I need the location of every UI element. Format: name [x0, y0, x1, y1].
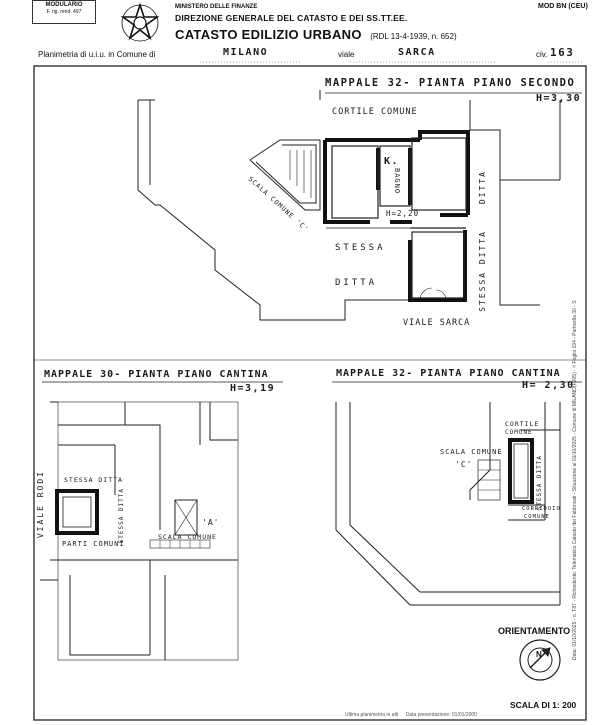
civ-label: civ.: [536, 50, 548, 59]
lower-right-title: MAPPALE 32- PIANTA PIANO CANTINA: [336, 368, 561, 379]
street-value: SARCA: [398, 47, 436, 58]
emblem-icon: [120, 3, 160, 43]
inner-height-label: H=2,20: [386, 209, 420, 218]
plan-prefix: Planimetria di u.i.u. in Comune di: [38, 50, 156, 59]
lower-right-stessa-ditta: STESSA DITTA: [536, 455, 543, 511]
compass-icon: [519, 639, 561, 681]
side-stamp: Data: 01/10/2025 - n. T87 - Richiedente:…: [572, 300, 590, 660]
stessa-label: STESSA: [335, 243, 386, 253]
bagno-label: BAGNO: [393, 168, 401, 195]
lower-right-plan: [332, 381, 582, 606]
modulario-box: MODULARIO F. rig. rend. 497: [32, 0, 96, 24]
ditta-label: DITTA: [335, 278, 378, 288]
cadastre-title-row: CATASTO EDILIZIO URBANO (RDL 13-4-1939, …: [175, 26, 457, 44]
lower-left-scala-comune: SCALA COMUNE: [158, 533, 217, 541]
lower-left-height: H=3,19: [230, 383, 276, 394]
sheet-frame: [33, 65, 587, 721]
lower-right-height: H= 2,30: [522, 380, 575, 391]
stessa-ditta-vertical: STESSA DITTA: [478, 230, 487, 312]
lower-left-stessa-ditta-vertical: STESSA DITTA: [118, 488, 125, 544]
bottom-stamp-line2: Data presentazione: 01/01/2000: [405, 712, 477, 718]
lower-left-title: MAPPALE 30- PIANTA PIANO CANTINA: [44, 369, 269, 380]
lower-right-scala-comune: SCALA COMUNE: [440, 448, 503, 456]
orientation-label: ORIENTAMENTO: [498, 626, 571, 636]
upper-cortile-label: CORTILE COMUNE: [332, 107, 418, 117]
plan-line: Planimetria di u.i.u. in Comune di MILAN…: [38, 46, 583, 64]
kitchen-label: K.: [384, 156, 400, 167]
cadastre-title: CATASTO EDILIZIO URBANO: [175, 27, 362, 42]
ditta-vertical: DITTA: [478, 170, 487, 205]
modulario-code: F. rig. rend. 497: [46, 9, 82, 15]
bottom-stamp-line1: Ultima planimetria in atti: [345, 712, 399, 718]
scale-label: SCALA DI 1: 200: [510, 700, 577, 710]
model-code: MOD BN (CEU): [538, 3, 588, 10]
lower-right-comune: COMUNE: [505, 429, 533, 436]
parti-comuni-label: PARTI COMUNI: [62, 540, 125, 548]
stair-c-label: 'C': [455, 460, 473, 469]
upper-plan-height: H=3,30: [536, 93, 582, 104]
civ-value: 163: [550, 46, 575, 59]
lower-right-cortile: CORTILE: [505, 420, 540, 428]
law-ref: (RDL 13-4-1939, n. 652): [370, 32, 457, 41]
comune-value: MILANO: [223, 47, 269, 58]
bottom-stamp: Ultima planimetria in atti Data presenta…: [345, 712, 575, 724]
side-stamp-text: Data: 01/10/2025 - n. T87 - Richiedente:…: [572, 300, 578, 660]
viale-rodi-label: VIALE RODI: [36, 470, 45, 539]
upper-plan-title: MAPPALE 32- PIANTA PIANO SECONDO: [325, 77, 576, 89]
street-type: viale: [338, 50, 355, 59]
upper-plan: [137, 90, 582, 321]
north-label: N: [536, 650, 542, 659]
lower-left-stessa-ditta: STESSA DITTA: [64, 476, 123, 484]
directorate-label: DIREZIONE GENERALE DEL CATASTO E DEI SS.…: [175, 13, 408, 23]
lower-left-plan: [40, 381, 283, 661]
corridoio-comune-label: COMUNE: [524, 514, 550, 520]
viale-sarca-label: VIALE SARCA: [403, 318, 471, 328]
corridoio-label: CORRIDOIO: [522, 506, 561, 512]
modulario-label: MODULARIO: [45, 2, 83, 8]
ministry-label: MINISTERO DELLE FINANZE: [175, 4, 258, 10]
stair-a-label: 'A': [202, 518, 220, 527]
